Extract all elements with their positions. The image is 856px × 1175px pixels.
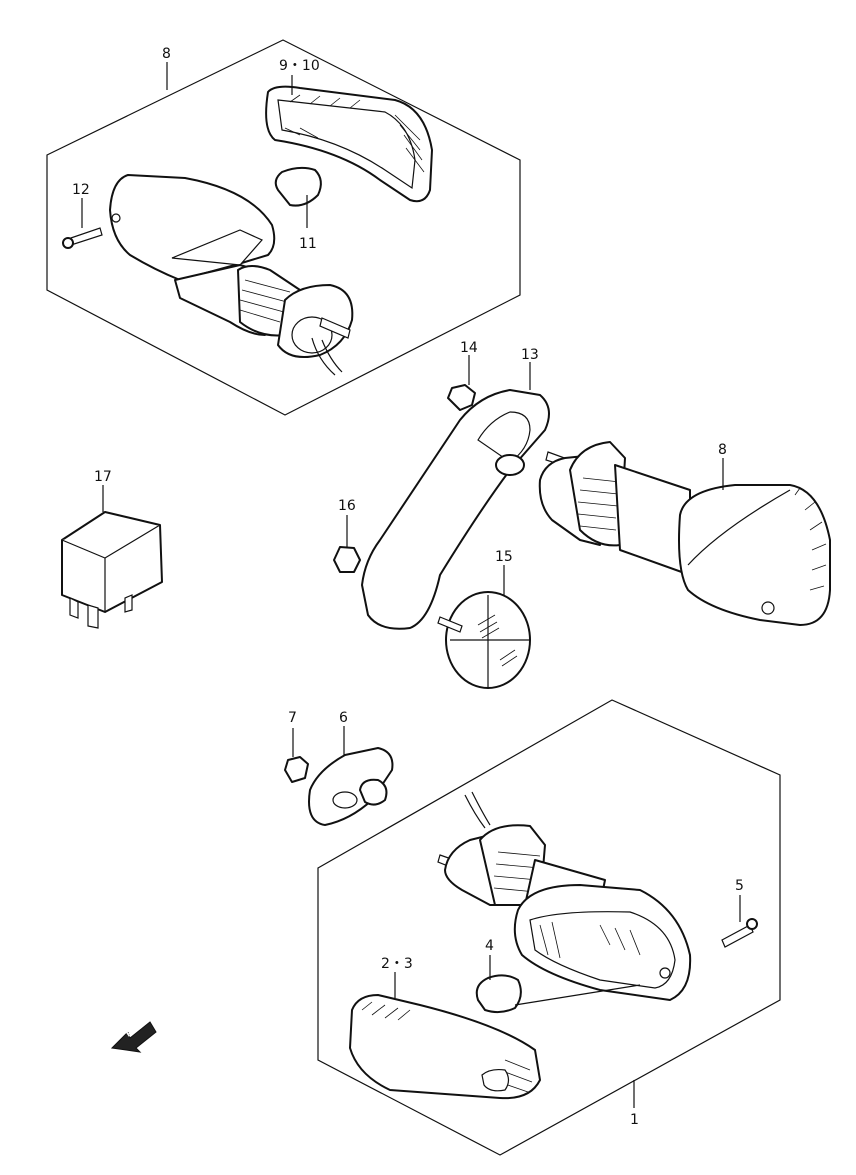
bracket-6 (308, 726, 394, 826)
nut-14 (447, 355, 476, 411)
reflector-15 (437, 565, 531, 689)
nut-7 (284, 728, 309, 783)
lens-9-10 (265, 75, 433, 203)
turn-signal-housing-top (109, 174, 354, 376)
label-2-3: 2・3 (381, 956, 413, 972)
assembly-group-8-top (46, 39, 521, 416)
label-8-right: 8 (718, 442, 727, 458)
nut-16 (333, 515, 361, 573)
label-16: 16 (338, 498, 356, 514)
label-4: 4 (485, 938, 494, 954)
label-11: 11 (299, 236, 317, 252)
lens-2-3 (349, 972, 541, 1100)
fwd-arrow-icon: FWD (110, 1021, 157, 1053)
assembly-group-1-bottom (317, 699, 781, 1156)
label-9-10: 9・10 (279, 58, 320, 74)
turn-signal-housing-right (538, 441, 831, 626)
label-5: 5 (735, 878, 744, 894)
screw-5 (721, 895, 758, 948)
label-15: 15 (495, 549, 513, 565)
bracket-13 (361, 362, 550, 630)
label-17: 17 (94, 469, 112, 485)
label-6: 6 (339, 710, 348, 726)
label-14: 14 (460, 340, 478, 356)
bulb-4 (475, 955, 641, 1014)
label-12: 12 (72, 182, 90, 198)
turn-signal-housing-bottom (437, 791, 692, 1001)
label-7: 7 (288, 710, 297, 726)
label-1: 1 (630, 1112, 639, 1128)
bulb-11 (274, 166, 322, 228)
label-8-top: 8 (162, 46, 171, 62)
relay-17 (61, 485, 163, 629)
label-13: 13 (521, 347, 539, 363)
screw-12 (62, 198, 103, 249)
